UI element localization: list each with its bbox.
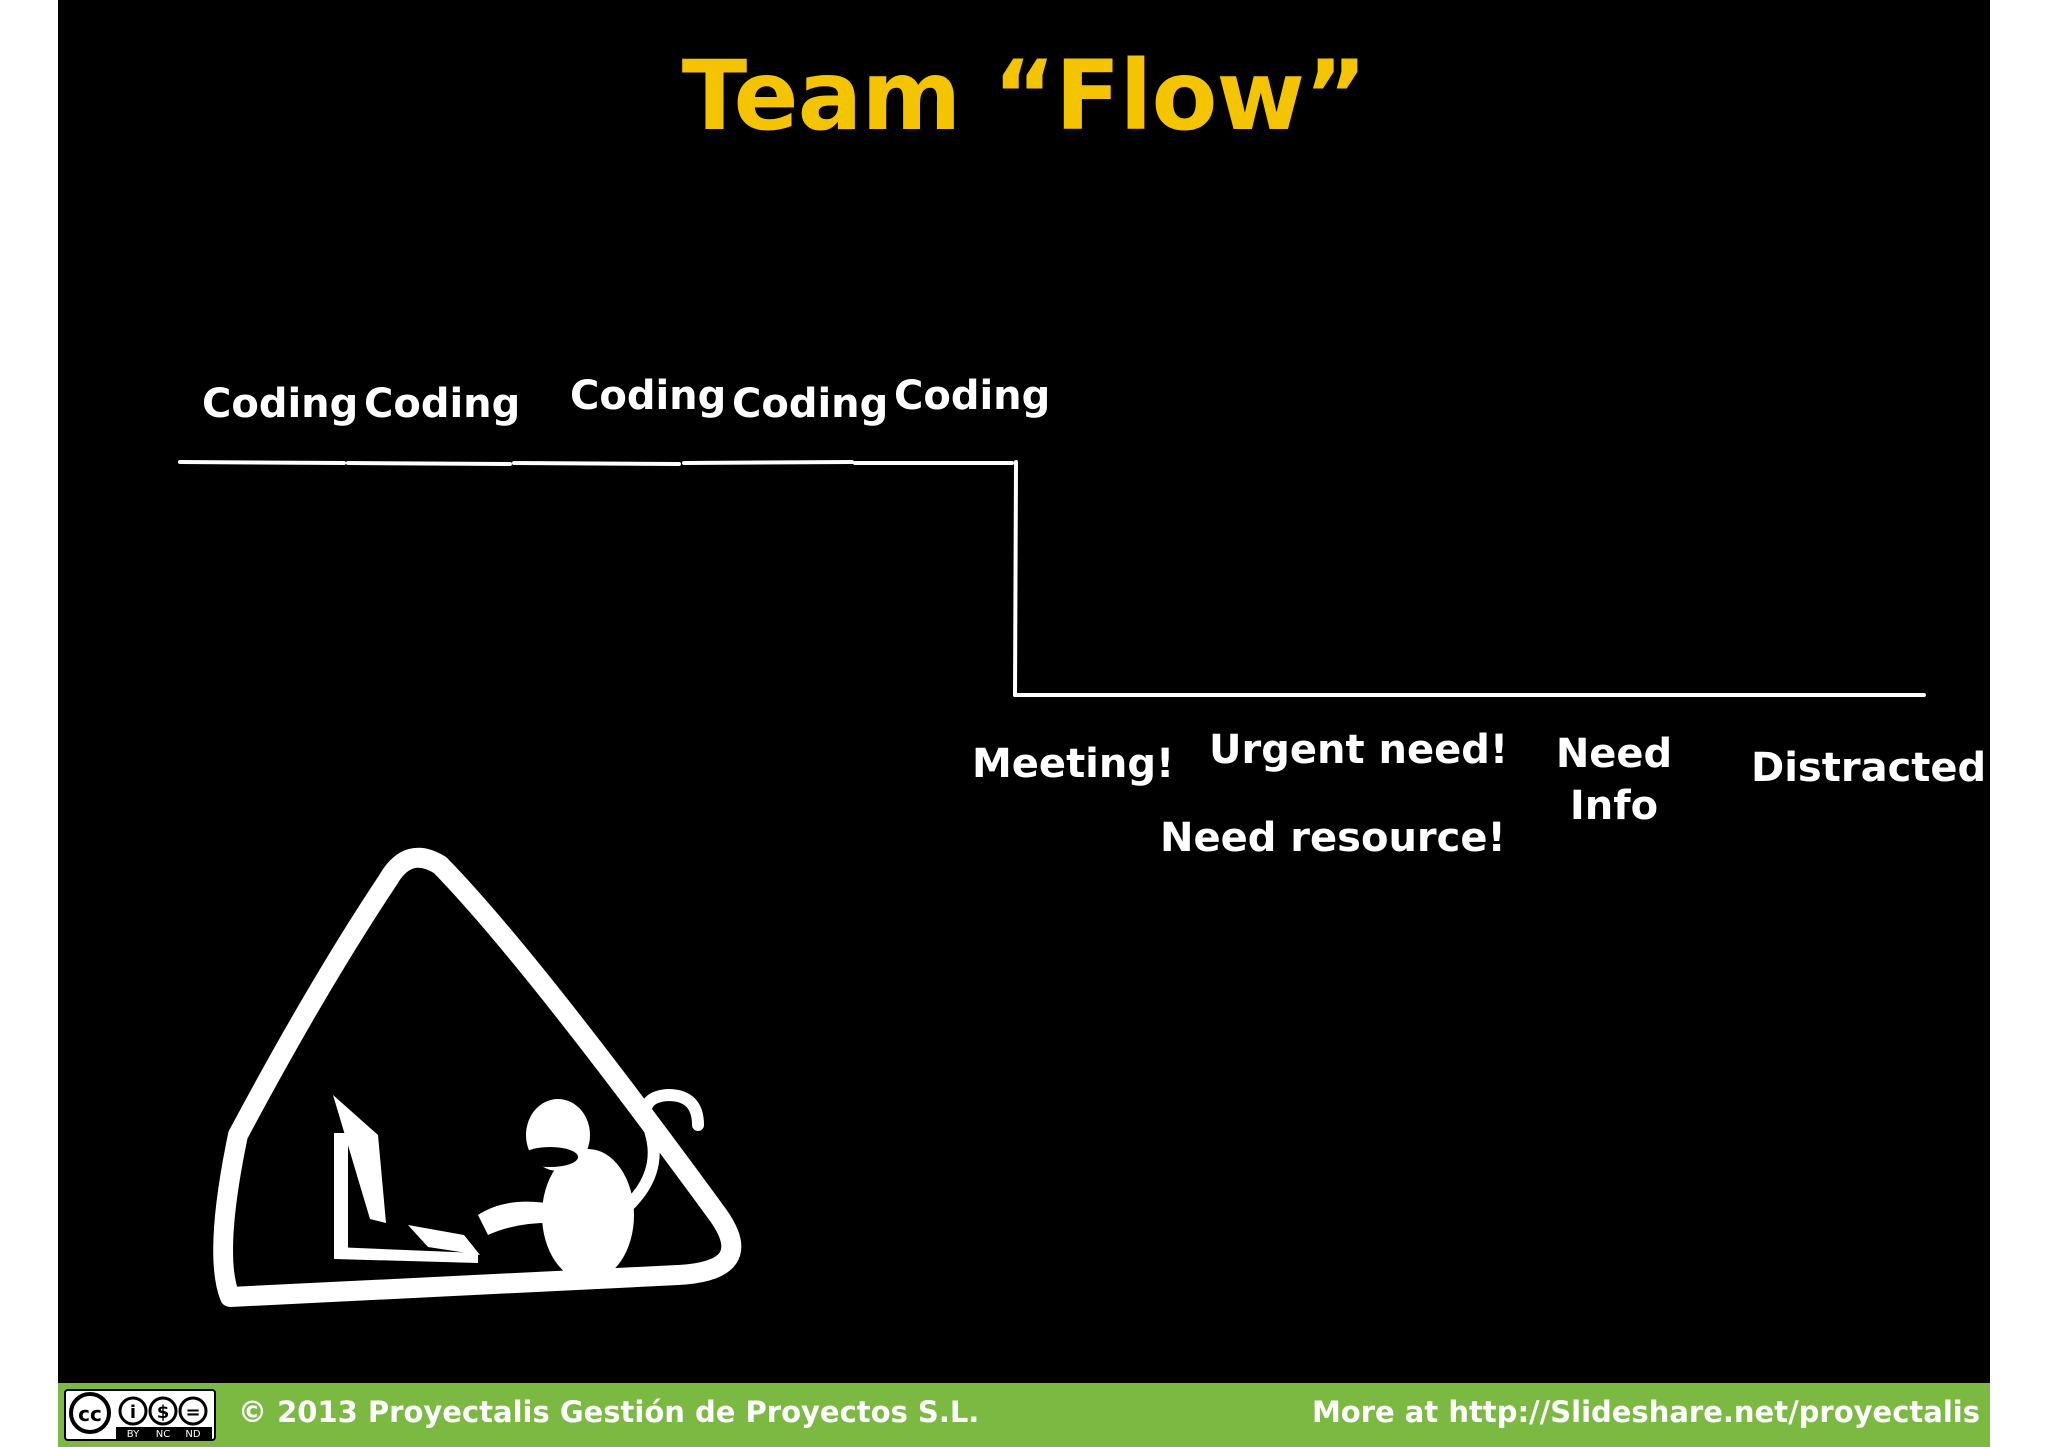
slideshare-link[interactable]: More at http://Slideshare.net/proyectali… <box>1311 1395 1980 1429</box>
coding-label-3: Coding <box>570 373 727 419</box>
desk-line <box>334 1247 478 1263</box>
monkey-at-computer-warning-icon <box>213 847 742 1307</box>
coding-label-5: Coding <box>894 373 1051 419</box>
coding-label-1: Coding <box>202 381 359 427</box>
license-term-nc: NC <box>156 1429 170 1439</box>
distracted-label: Distracted <box>1751 745 1987 791</box>
coding-baseline <box>178 460 1014 466</box>
monkey-face-line <box>522 1147 578 1167</box>
monkey-arm <box>478 1201 562 1235</box>
copyright-text: © 2013 Proyectalis Gestión de Proyectos … <box>238 1395 980 1429</box>
coding-label-4: Coding <box>732 381 889 427</box>
monitor-shape <box>333 1095 386 1223</box>
need-info-label: Need Info <box>1544 732 1684 828</box>
monkey-tail <box>612 1088 704 1221</box>
coding-label-2: Coding <box>364 381 521 427</box>
license-term-nd: ND <box>185 1429 200 1439</box>
cc-by-nc-nd-icon: cc i $ = BY NC ND <box>64 1389 216 1441</box>
svg-text:=: = <box>185 1402 200 1423</box>
flow-line <box>178 460 1926 697</box>
need-info-line2: Info <box>1569 783 1659 829</box>
slide-title: Team “Flow” <box>681 40 1367 152</box>
footer-bar: cc i $ = BY NC ND © 2013 Proyectalis Ges… <box>58 1383 1990 1447</box>
svg-text:i: i <box>130 1402 136 1423</box>
drop-line <box>1013 460 1018 697</box>
meeting-label: Meeting! <box>972 741 1175 787</box>
need-info-line1: Need <box>1555 731 1673 777</box>
keyboard-shape <box>408 1225 480 1255</box>
urgent-need-label: Urgent need! <box>1209 727 1509 773</box>
svg-text:cc: cc <box>78 1402 102 1426</box>
slide: Team “Flow” Coding Coding Coding Coding … <box>58 0 1990 1447</box>
monkey-body <box>542 1149 634 1281</box>
svg-text:$: $ <box>157 1402 170 1423</box>
need-resource-label: Need resource! <box>1160 815 1506 861</box>
license-term-by: BY <box>127 1429 140 1439</box>
sign-border <box>213 847 742 1307</box>
monitor-stand <box>334 1133 348 1249</box>
